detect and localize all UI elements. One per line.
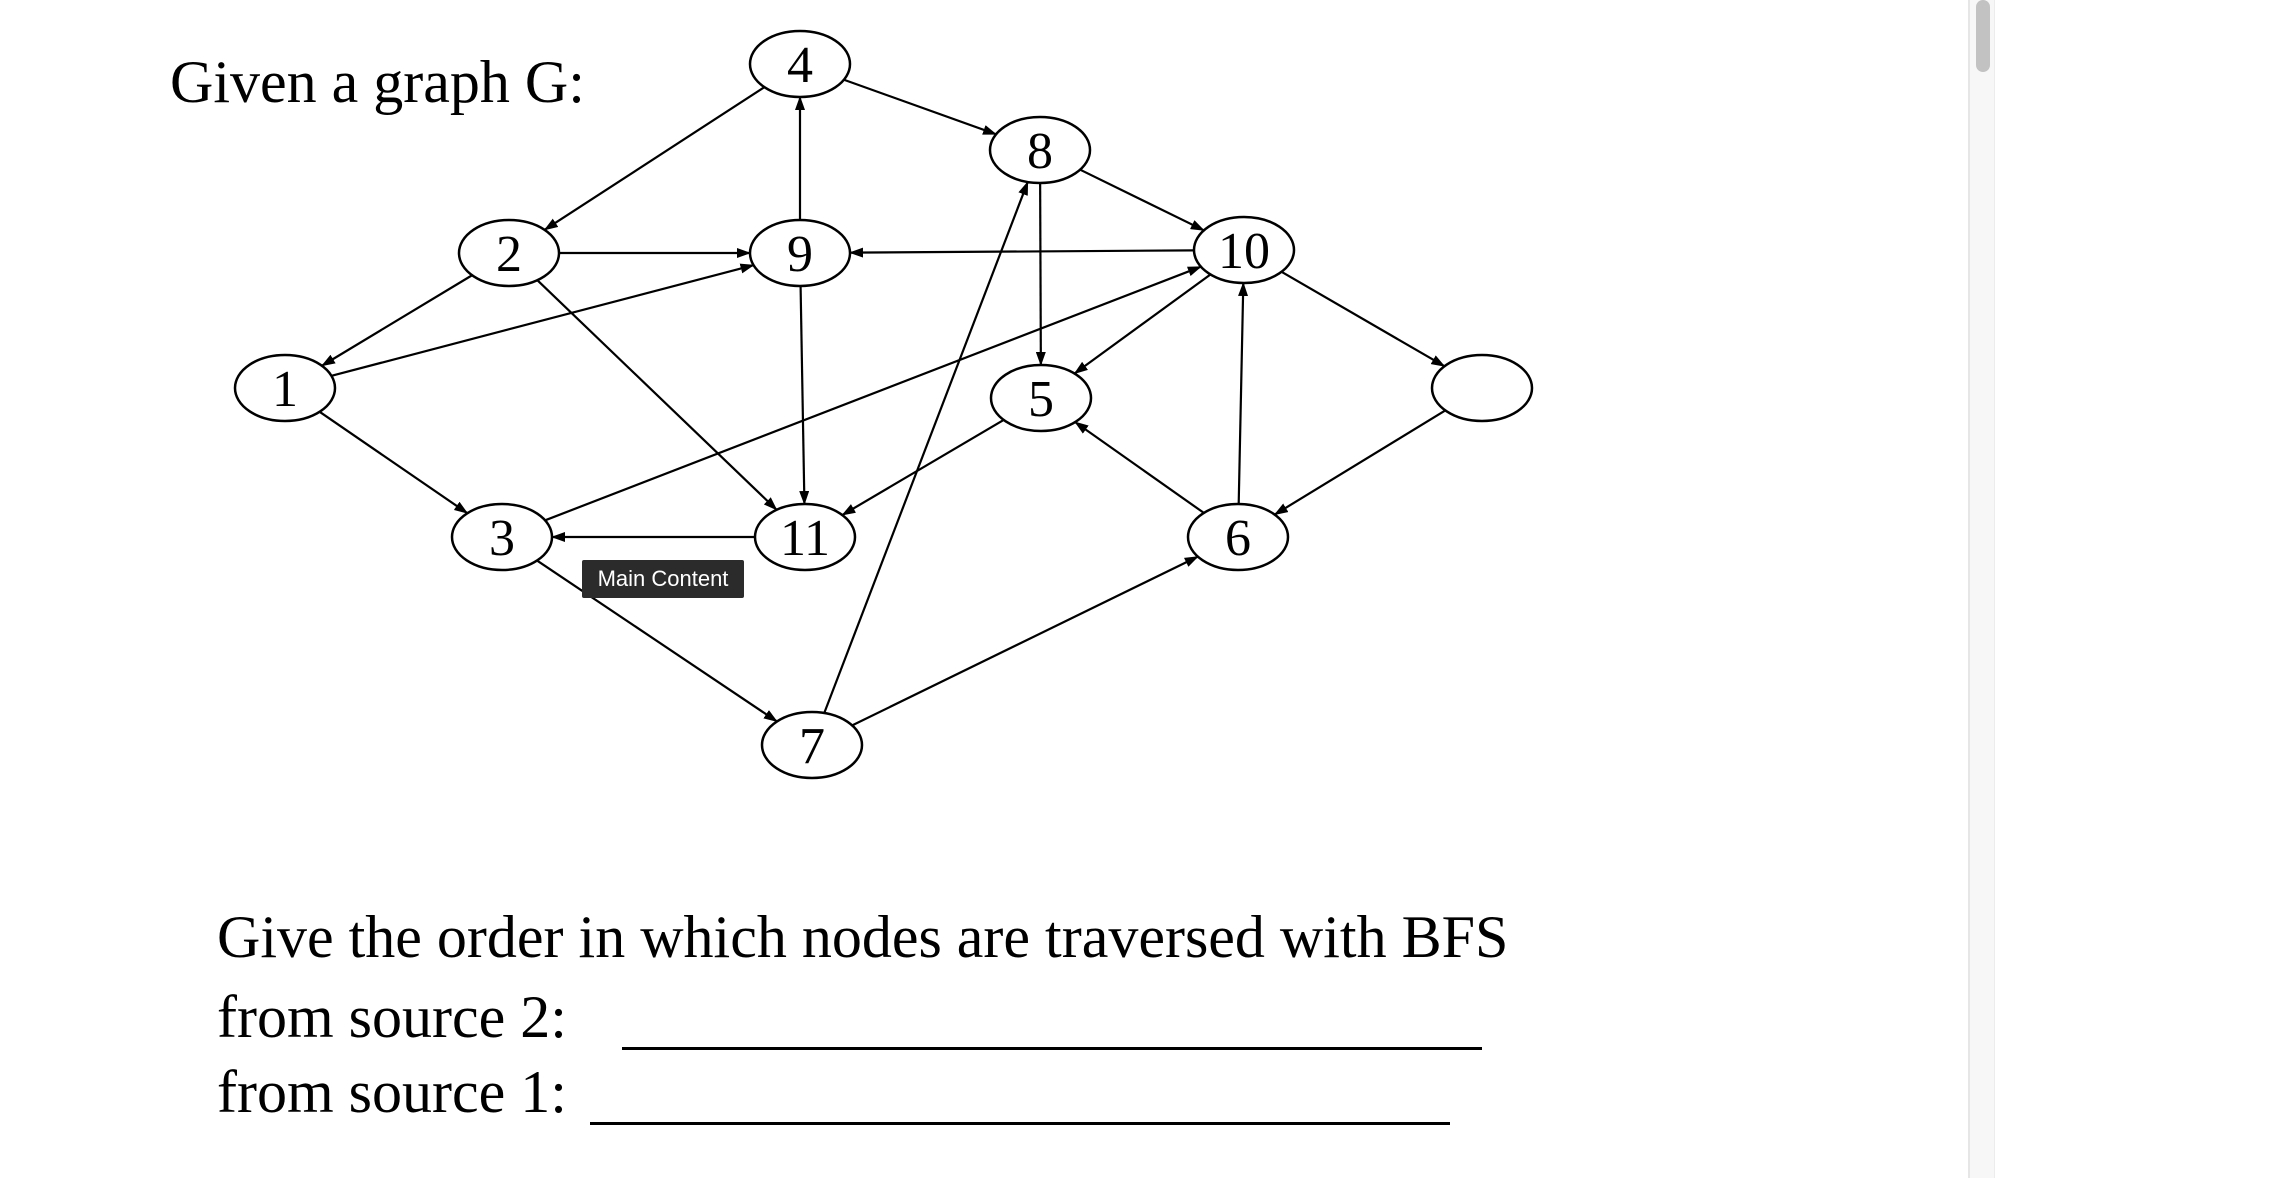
- edge-n3-n10: [544, 265, 1202, 522]
- graph-node-11: 11: [753, 502, 857, 572]
- graph-node-2: 2: [457, 218, 561, 288]
- node-ellipse: [1430, 353, 1534, 423]
- node-ellipse: [748, 29, 852, 99]
- graph-diagram: 1 2 3 4 5 6 7 8 9 10 11: [233, 29, 1534, 780]
- node-label: 7: [799, 718, 825, 775]
- node-ellipse: [760, 710, 864, 780]
- page-title: Given a graph G:: [170, 49, 585, 115]
- node-ellipse: [989, 363, 1093, 433]
- edge-n8-n5: [1035, 182, 1046, 367]
- scrollbar-track[interactable]: [1970, 0, 1995, 1178]
- edge-n2-n1: [321, 274, 473, 367]
- graph-node-5: 5: [989, 363, 1093, 433]
- edge-n7-n8: [823, 181, 1029, 714]
- scrollbar-thumb[interactable]: [1976, 0, 1990, 72]
- node-label: 9: [787, 226, 813, 283]
- edge-n10-n12: [1281, 270, 1446, 368]
- edge-n6-n5: [1074, 421, 1205, 514]
- node-label: 11: [780, 510, 830, 567]
- graph-node-6: 6: [1186, 502, 1290, 572]
- node-ellipse: [753, 502, 857, 572]
- node-label: 8: [1027, 123, 1053, 180]
- answer-blank-source-2[interactable]: [622, 1047, 1482, 1050]
- node-label: 4: [787, 37, 813, 94]
- graph-node-3: 3: [450, 502, 554, 572]
- edge-n4-n8: [843, 78, 998, 136]
- edge-n1-n3: [319, 410, 469, 515]
- edge-n9-n11: [799, 285, 810, 506]
- pane-divider: [1968, 0, 1970, 1178]
- graph-node-8: 8: [988, 115, 1092, 185]
- edge-n1-n9: [331, 263, 755, 377]
- node-label: 5: [1028, 371, 1054, 428]
- node-ellipse: [1186, 502, 1290, 572]
- node-ellipse: [988, 115, 1092, 185]
- graph-node-7: 7: [760, 710, 864, 780]
- node-label: 1: [272, 361, 298, 418]
- graph-node-9: 9: [748, 218, 852, 288]
- node-label: 10: [1218, 223, 1270, 280]
- graph-node-1: 1: [233, 353, 337, 423]
- node-ellipse: [1192, 215, 1296, 285]
- edge-n2-n11: [536, 279, 778, 511]
- node-label: 2: [496, 226, 522, 283]
- node-label: 6: [1225, 510, 1251, 567]
- main-content-tooltip: Main Content: [582, 560, 744, 598]
- edge-n5-n11: [841, 419, 1005, 516]
- main-content: Given a graph G: 1 2 3 4 5 6 7 8 9 10 11 Main Cont…: [170, 29, 1534, 1125]
- node-ellipse: [748, 218, 852, 288]
- bfs-question: Give the order in which nodes are traver…: [217, 904, 1509, 970]
- edge-n10-n5: [1073, 273, 1212, 375]
- node-label: 3: [489, 510, 515, 567]
- side-pane: [1995, 0, 2294, 1178]
- edge-n7-n6: [851, 555, 1199, 727]
- edge-n4-n2: [543, 86, 765, 231]
- node-ellipse: [457, 218, 561, 288]
- graph-node-4: 4: [748, 29, 852, 99]
- edge-n8-n10: [1079, 168, 1205, 232]
- edge-n10-n9: [848, 247, 1195, 258]
- answer-blank-source-1[interactable]: [590, 1122, 1450, 1125]
- graph-node-unlabeled: [1430, 353, 1534, 423]
- edge-n12-n6: [1273, 409, 1446, 516]
- edge-n6-n10: [1237, 281, 1249, 505]
- node-ellipse: [233, 353, 337, 423]
- node-ellipse: [450, 502, 554, 572]
- answer-label-source-1: from source 1:: [217, 1059, 567, 1125]
- graph-node-10: 10: [1192, 215, 1296, 285]
- answer-label-source-2: from source 2:: [217, 984, 567, 1050]
- edge-n3-n7: [536, 559, 778, 723]
